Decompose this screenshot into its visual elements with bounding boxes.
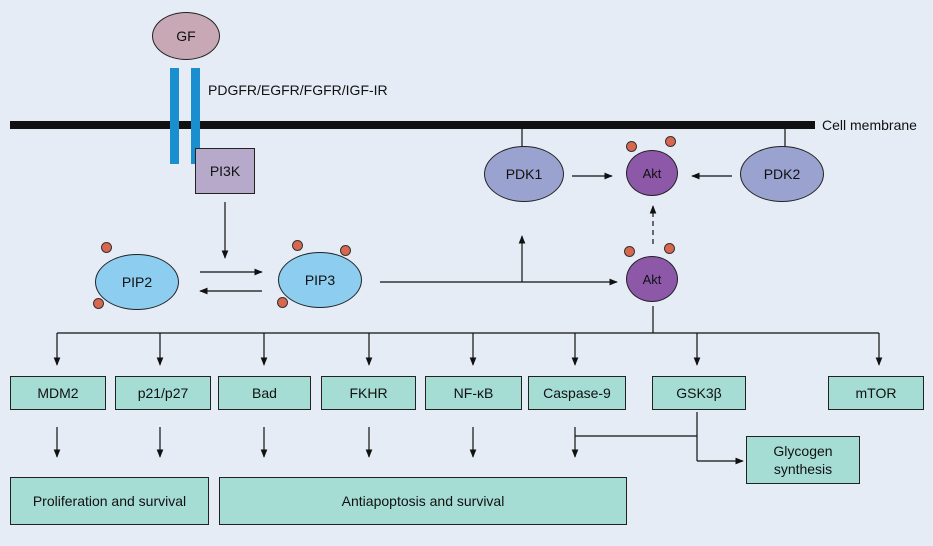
target-fkhr-label: FKHR bbox=[349, 385, 388, 401]
target-gsk3b-label: GSK3β bbox=[676, 385, 722, 401]
pip2-phosphate-top bbox=[101, 242, 112, 253]
outcome-proliferation: Proliferation and survival bbox=[10, 477, 209, 525]
pip3-phosphate-3 bbox=[277, 297, 288, 308]
pdk1-node: PDK1 bbox=[484, 146, 564, 202]
target-bad: Bad bbox=[218, 376, 311, 410]
target-mdm2-label: MDM2 bbox=[37, 385, 79, 401]
gf-label: GF bbox=[176, 28, 196, 44]
outcome-proliferation-label: Proliferation and survival bbox=[32, 493, 187, 509]
pdk1-label: PDK1 bbox=[505, 166, 543, 182]
target-fkhr: FKHR bbox=[321, 376, 416, 410]
target-caspase9: Caspase-9 bbox=[528, 376, 626, 410]
pi3k-label: PI3K bbox=[209, 163, 241, 179]
target-bad-label: Bad bbox=[252, 385, 277, 401]
outcome-antiapoptosis-label: Antiapoptosis and survival bbox=[341, 493, 505, 509]
gf-node: GF bbox=[152, 12, 220, 60]
akt-label: Akt bbox=[642, 271, 662, 287]
akt-active-label: Akt bbox=[642, 165, 662, 181]
akt-phosphate-1 bbox=[624, 246, 635, 257]
membrane-label: Cell membrane bbox=[822, 117, 917, 133]
target-nfkb: NF-κB bbox=[425, 376, 522, 410]
pip2-node: PIP2 bbox=[95, 254, 179, 310]
pip3-phosphate-1 bbox=[292, 240, 303, 251]
pip2-label: PIP2 bbox=[121, 274, 153, 290]
pdk2-label: PDK2 bbox=[763, 166, 801, 182]
pip3-label: PIP3 bbox=[304, 272, 336, 288]
akt-node: Akt bbox=[626, 256, 678, 302]
akt-phosphate-2 bbox=[664, 243, 675, 254]
pip2-phosphate-bottom bbox=[93, 298, 104, 309]
akt-active-node: Akt bbox=[626, 150, 678, 196]
receptor-bar-left bbox=[170, 68, 179, 164]
outcome-antiapoptosis: Antiapoptosis and survival bbox=[219, 477, 627, 525]
akt-active-phosphate-1 bbox=[626, 141, 637, 152]
pip3-node: PIP3 bbox=[278, 252, 362, 308]
outcome-glycogen-label: Glycogen synthesis bbox=[773, 443, 833, 477]
cell-membrane bbox=[10, 121, 815, 129]
target-mtor-label: mTOR bbox=[855, 385, 897, 401]
pdk2-node: PDK2 bbox=[740, 146, 824, 202]
receptor-bar-right bbox=[191, 68, 200, 164]
outcome-glycogen: Glycogen synthesis bbox=[746, 436, 860, 484]
akt-active-phosphate-2 bbox=[665, 136, 676, 147]
target-gsk3b: GSK3β bbox=[652, 376, 746, 410]
target-mtor: mTOR bbox=[828, 376, 924, 410]
target-p21-label: p21/p27 bbox=[137, 385, 189, 401]
target-mdm2: MDM2 bbox=[10, 376, 106, 410]
receptor-label: PDGFR/EGFR/FGFR/IGF-IR bbox=[208, 82, 388, 98]
target-caspase9-label: Caspase-9 bbox=[543, 385, 611, 401]
pi3k-node: PI3K bbox=[195, 148, 255, 194]
pip3-phosphate-2 bbox=[340, 245, 351, 256]
target-p21-p27: p21/p27 bbox=[115, 376, 211, 410]
target-nfkb-label: NF-κB bbox=[453, 385, 494, 401]
